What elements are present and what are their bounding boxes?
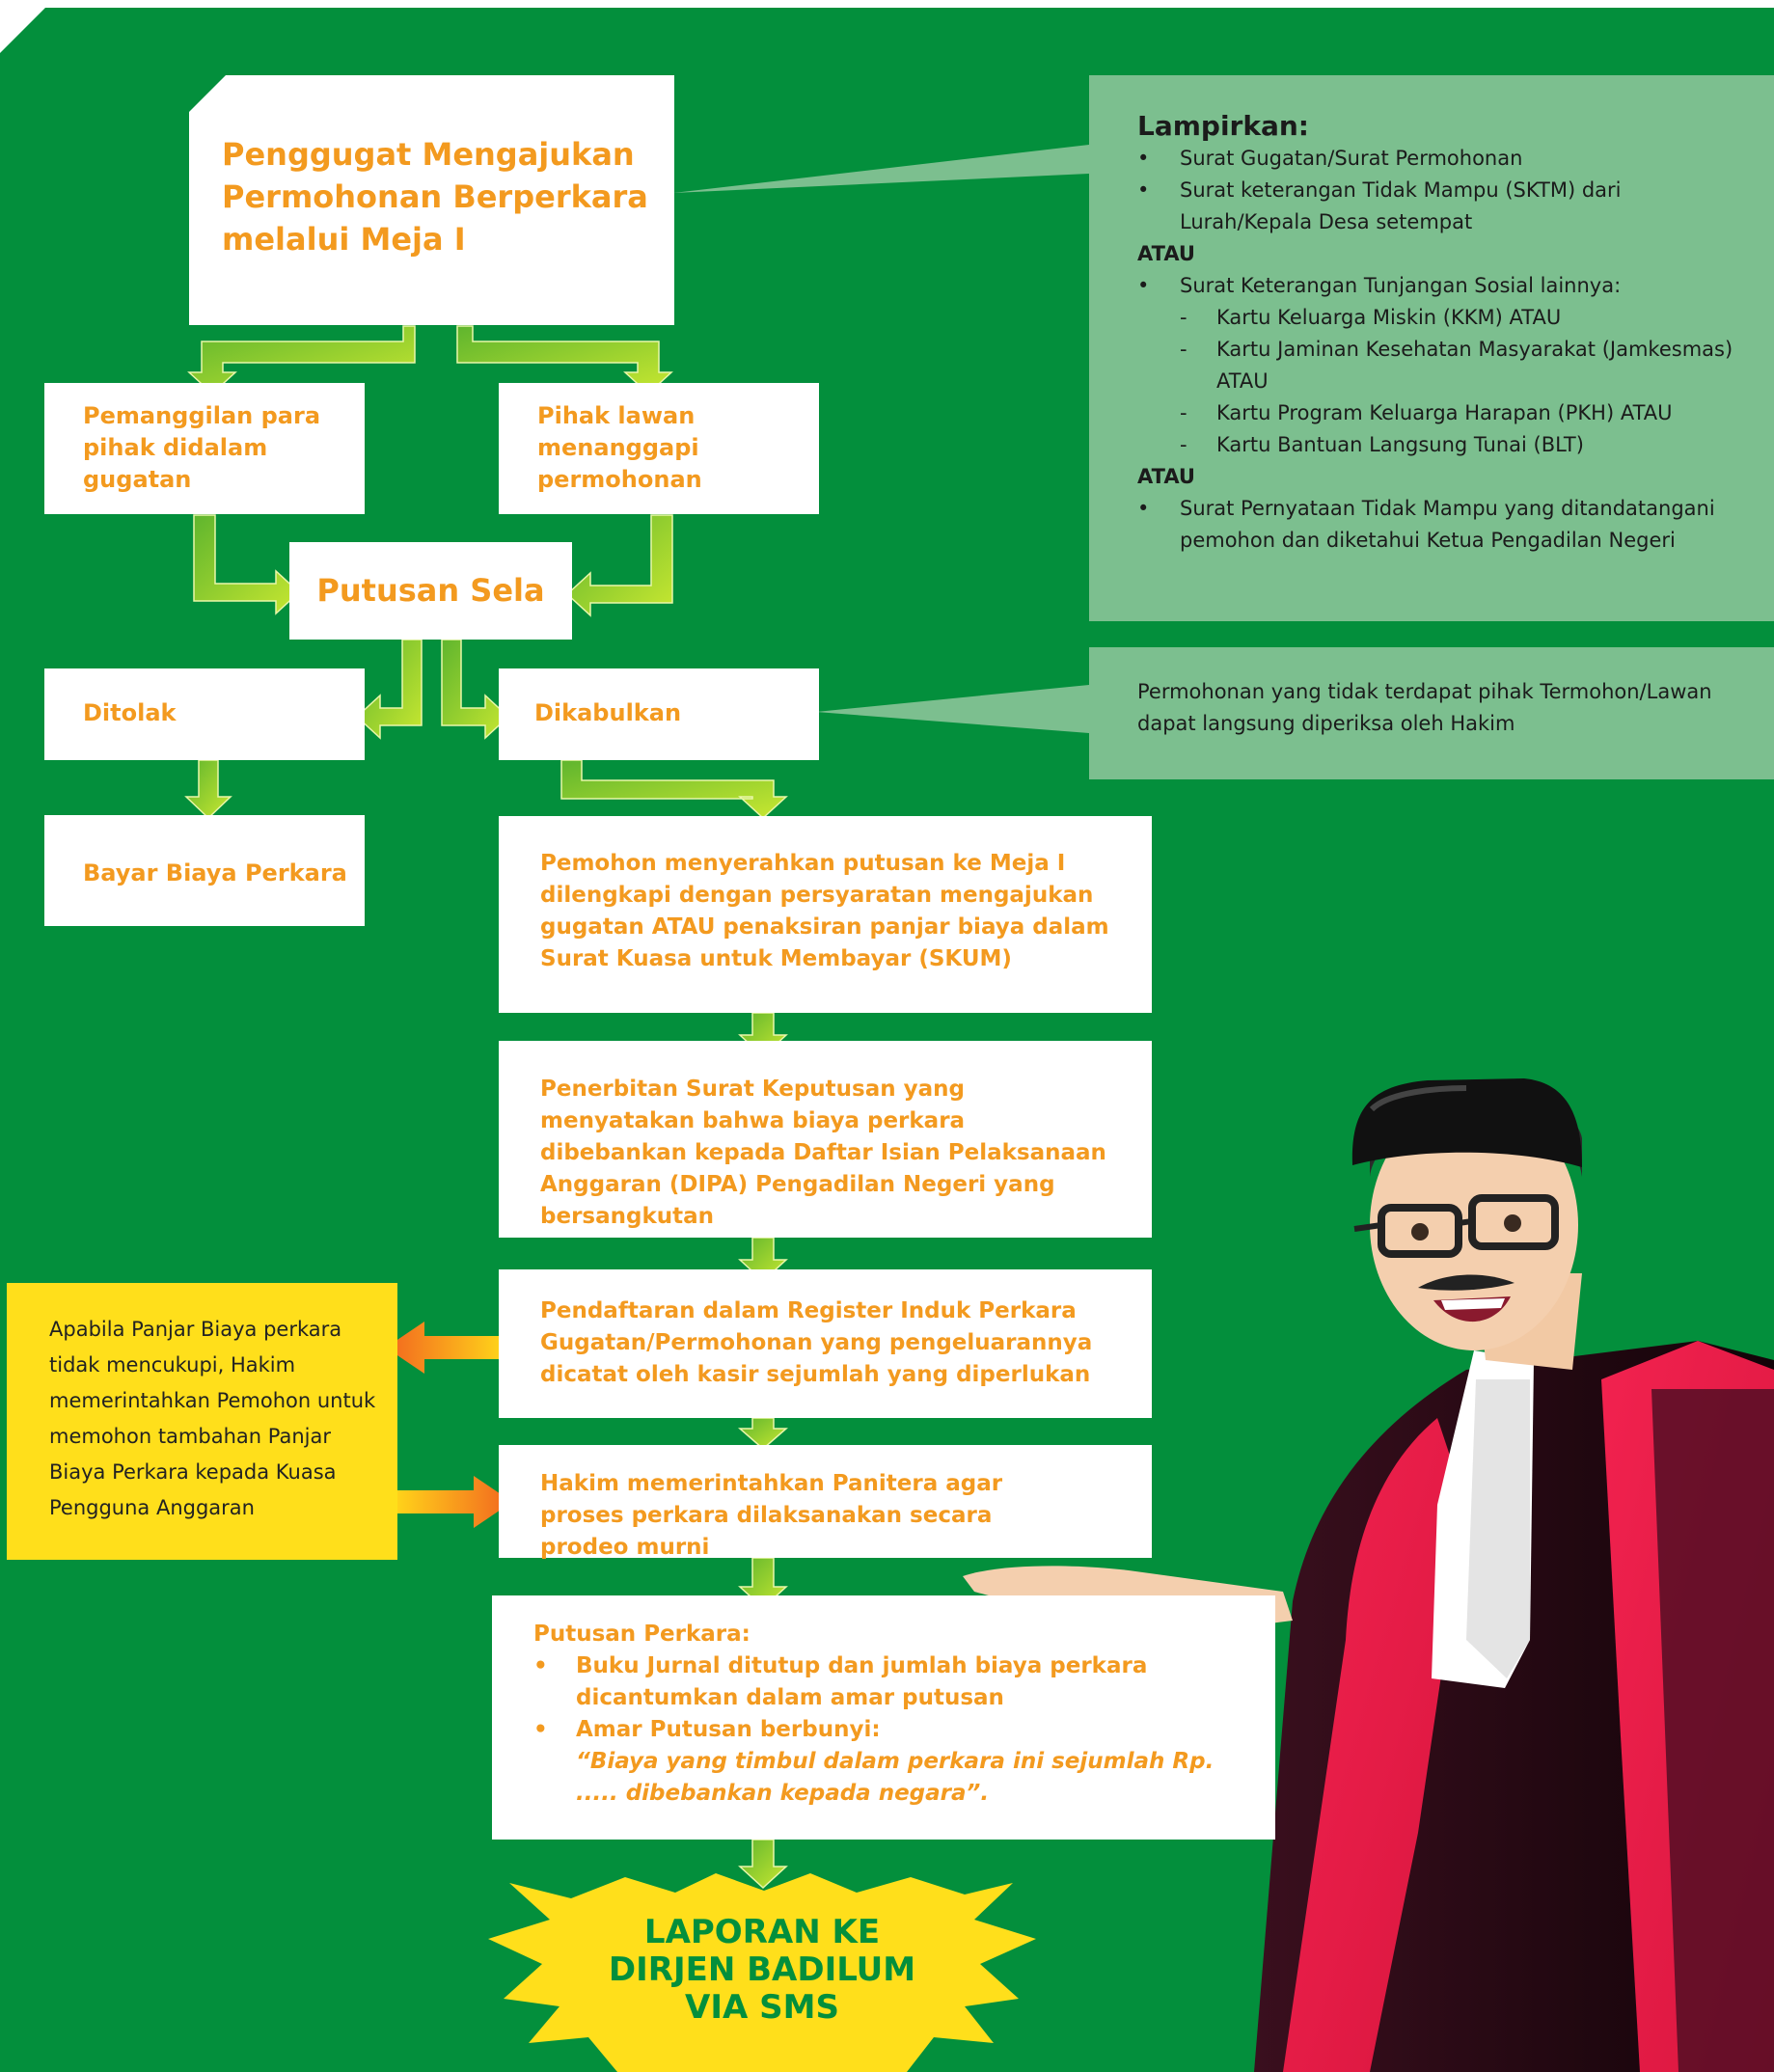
putusan-sela-text: Putusan Sela <box>316 572 545 609</box>
arrow-from-note <box>397 1476 512 1528</box>
lampiran-b4: Surat Pernyataan Tidak Mampu yang ditand… <box>1180 497 1715 552</box>
lampiran-dash: Kartu Bantuan Langsung Tunai (BLT) <box>1180 429 1735 461</box>
putusan-perkara-title: Putusan Perkara: <box>533 1622 751 1647</box>
laporan-line1: LAPORAN KE <box>643 1913 881 1951</box>
lampiran-note: Lampirkan: Surat Gugatan/Surat Permohona… <box>1089 75 1774 621</box>
lampiran-atau: ATAU <box>1137 465 1195 488</box>
lampiran-d1: Kartu Keluarga Miskin (KKM) ATAU <box>1216 306 1562 329</box>
lampiran-d3: Kartu Program Keluarga Harapan (PKH) ATA… <box>1216 401 1673 424</box>
step1-box: Pemohon menyerahkan putusan ke Meja I di… <box>499 816 1152 1013</box>
arrow-to-note <box>386 1322 501 1374</box>
pemanggilan-box: Pemanggilan para pihak didalam gugatan <box>44 383 365 514</box>
putusan-sela-box: Putusan Sela <box>289 542 572 640</box>
lampiran-atau: ATAU <box>1137 242 1195 265</box>
dikabulkan-note: Permohonan yang tidak terdapat pihak Ter… <box>1089 647 1774 779</box>
putusan-perkara-quote: “Biaya yang timbul dalam perkara ini sej… <box>576 1749 1215 1806</box>
pihak-lawan-text: Pihak lawan menanggapi permohonan <box>537 402 702 493</box>
bayar-text: Bayar Biaya Perkara <box>83 859 347 886</box>
lampiran-bullet: Surat Gugatan/Surat Permohonan <box>1137 143 1735 175</box>
dikabulkan-box: Dikabulkan <box>499 668 819 760</box>
ditolak-box: Ditolak <box>44 668 365 760</box>
ditolak-text: Ditolak <box>83 699 177 726</box>
step3-text: Pendaftaran dalam Register Induk Perkara… <box>540 1298 1093 1387</box>
lampiran-bullet: Surat Pernyataan Tidak Mampu yang ditand… <box>1137 493 1735 557</box>
laporan-line3: VIA SMS <box>685 1988 839 2027</box>
dikabulkan-text: Dikabulkan <box>534 699 682 726</box>
lampiran-dash: Kartu Keluarga Miskin (KKM) ATAU <box>1180 302 1735 334</box>
start-box: Penggugat Mengajukan Permohonan Berperka… <box>189 75 674 325</box>
callout-pointer <box>816 685 1089 733</box>
laporan-line2: DIRJEN BADILUM <box>608 1950 916 1989</box>
lampiran-bullet: Surat Keterangan Tunjangan Sosial lainny… <box>1137 270 1735 302</box>
lampiran-b2: Surat keterangan Tidak Mampu (SKTM) dari… <box>1180 178 1622 233</box>
dikabulkan-note-text: Permohonan yang tidak terdapat pihak Ter… <box>1137 680 1712 735</box>
lampiran-d2: Kartu Jaminan Kesehatan Masyarakat (Jamk… <box>1216 338 1733 393</box>
callout-pointer <box>673 145 1089 193</box>
lampiran-dash: Kartu Jaminan Kesehatan Masyarakat (Jamk… <box>1180 334 1735 397</box>
putusan-perkara-box: Putusan Perkara: Buku Jurnal ditutup dan… <box>492 1595 1275 1840</box>
panjar-note-text: Apabila Panjar Biaya perkara tidak mencu… <box>49 1318 376 1519</box>
step1-text: Pemohon menyerahkan putusan ke Meja I di… <box>540 851 1109 971</box>
putusan-perkara-item2: Amar Putusan berbunyi: <box>576 1717 881 1742</box>
laporan-text: LAPORAN KE DIRJEN BADILUM VIA SMS <box>540 1914 984 2027</box>
pemanggilan-text: Pemanggilan para pihak didalam gugatan <box>83 402 321 493</box>
panjar-note: Apabila Panjar Biaya perkara tidak mencu… <box>7 1283 397 1560</box>
step3-box: Pendaftaran dalam Register Induk Perkara… <box>499 1269 1152 1418</box>
step4-text: Hakim memerintahkan Panitera agar proses… <box>540 1471 1003 1560</box>
bayar-box: Bayar Biaya Perkara <box>44 815 365 926</box>
lampiran-bullet: Surat keterangan Tidak Mampu (SKTM) dari… <box>1137 175 1735 238</box>
start-text: Penggugat Mengajukan Permohonan Berperka… <box>222 136 648 258</box>
putusan-perkara-item1: Buku Jurnal ditutup dan jumlah biaya per… <box>576 1653 1148 1710</box>
putusan-perkara-content: Putusan Perkara: Buku Jurnal ditutup dan… <box>533 1619 1238 1810</box>
lampiran-title: Lampirkan: <box>1137 110 1310 142</box>
putusan-perkara-item: Amar Putusan berbunyi: “Biaya yang timbu… <box>533 1714 1238 1810</box>
step2-text: Penerbitan Surat Keputusan yang menyatak… <box>540 1077 1106 1229</box>
judge-illustration <box>963 1078 1774 2072</box>
putusan-perkara-item: Buku Jurnal ditutup dan jumlah biaya per… <box>533 1650 1238 1714</box>
lampiran-dash: Kartu Program Keluarga Harapan (PKH) ATA… <box>1180 397 1735 429</box>
lampiran-b3: Surat Keterangan Tunjangan Sosial lainny… <box>1180 274 1622 297</box>
step4-box: Hakim memerintahkan Panitera agar proses… <box>499 1445 1152 1560</box>
step2-box: Penerbitan Surat Keputusan yang menyatak… <box>499 1041 1152 1238</box>
lampiran-b1: Surat Gugatan/Surat Permohonan <box>1180 147 1523 170</box>
lampiran-d4: Kartu Bantuan Langsung Tunai (BLT) <box>1216 433 1584 456</box>
burst-shape <box>488 1873 1036 2072</box>
start-box-corner <box>189 75 226 112</box>
pihak-lawan-box: Pihak lawan menanggapi permohonan <box>499 383 819 514</box>
